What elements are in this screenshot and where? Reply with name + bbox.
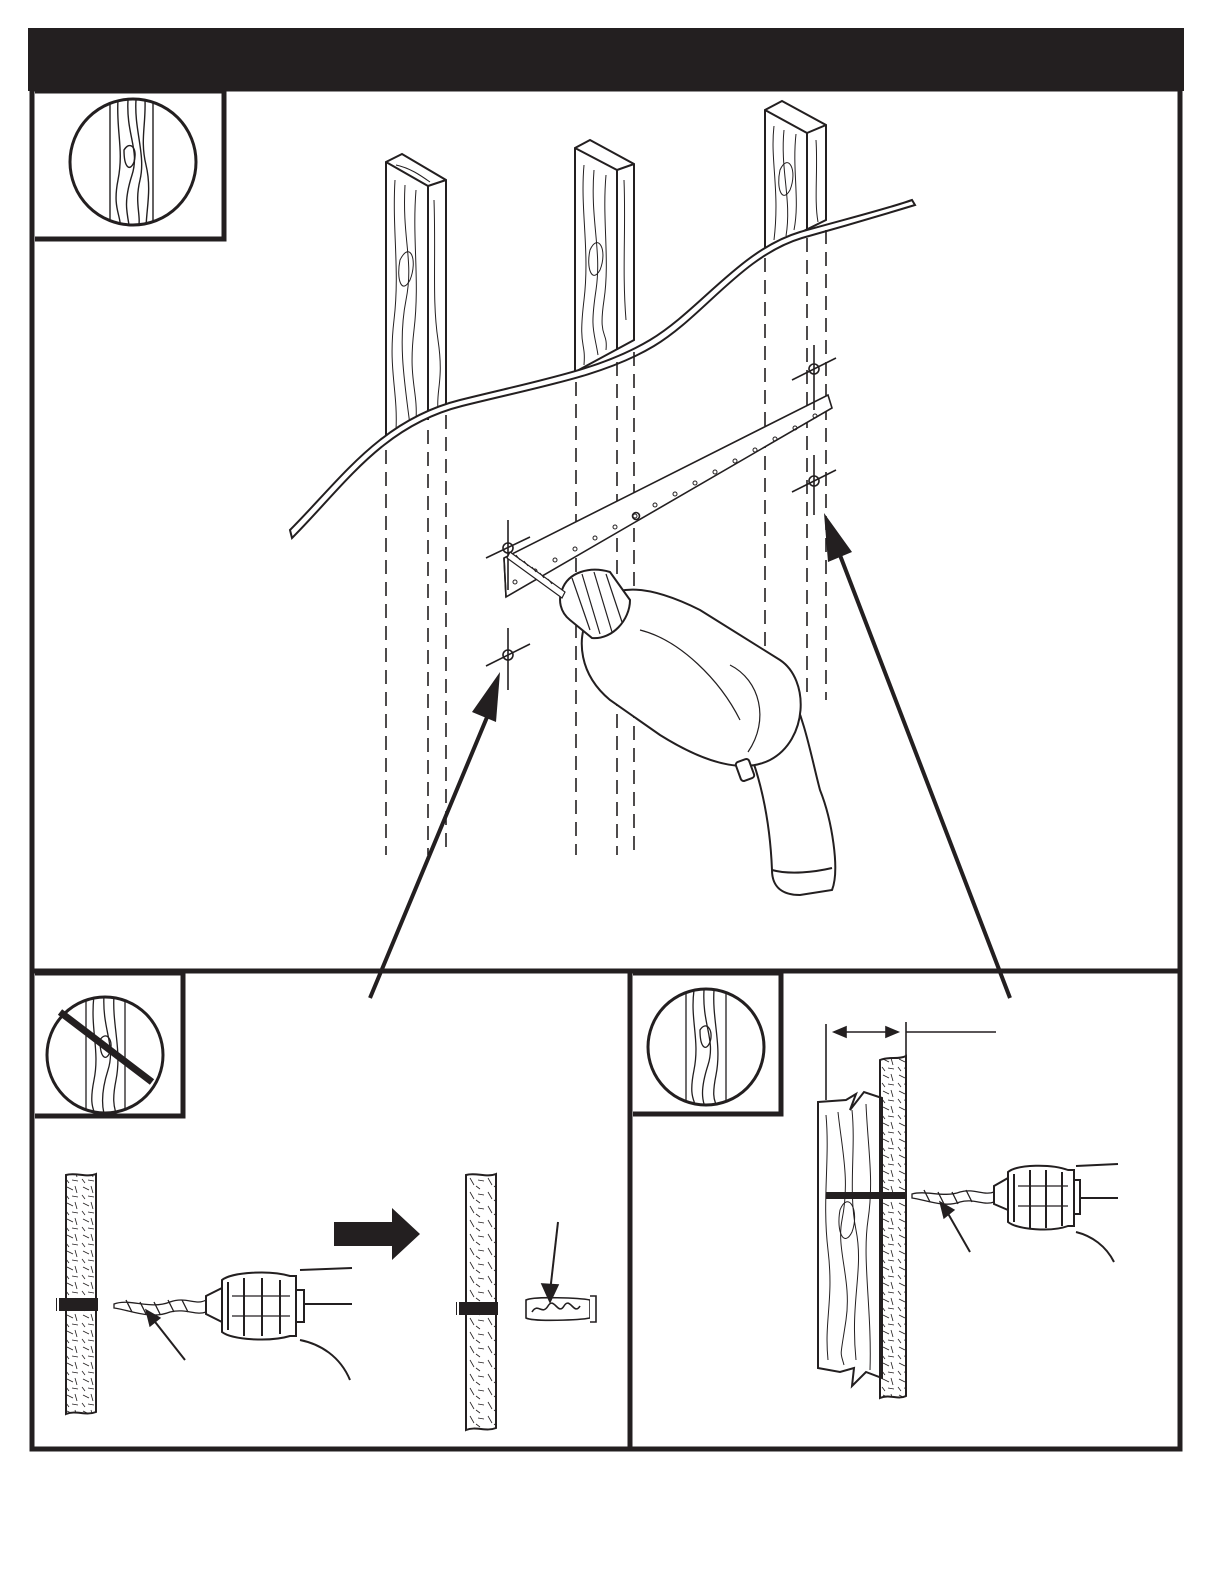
pilot-hole [826,1192,906,1199]
header-bar [28,28,1184,91]
right-arrow-icon [334,1208,420,1260]
mounting-rail [504,395,832,597]
drywall-section-right [456,1174,498,1430]
drill-chuck-left [206,1268,352,1380]
wood-stud-middle [575,140,634,372]
hole-mark-lower-right [792,455,836,515]
pointer-arrow-right [824,513,1010,998]
wood-stud-left [386,154,446,440]
power-drill [507,552,835,895]
depth-dimension [826,1022,996,1100]
drywall-section-left [56,1174,98,1414]
wall-anchor [526,1222,596,1322]
pointer-arrow-left [370,672,500,998]
hole-mark-lower-left [486,628,530,690]
drill-bit-left [114,1300,206,1360]
no-stud-anchor-diagram [35,973,596,1430]
stud-mounting-diagram [35,91,1010,998]
stud-pilot-hole-diagram [633,973,1118,1398]
wood-stud-icon [633,973,781,1114]
no-stud-icon [35,973,183,1120]
drill-chuck-right [994,1164,1118,1262]
drywall-layer [880,1056,906,1398]
drill-bit-right [912,1190,994,1252]
wood-stud-icon [35,91,224,239]
wood-stud-section [818,1092,882,1386]
